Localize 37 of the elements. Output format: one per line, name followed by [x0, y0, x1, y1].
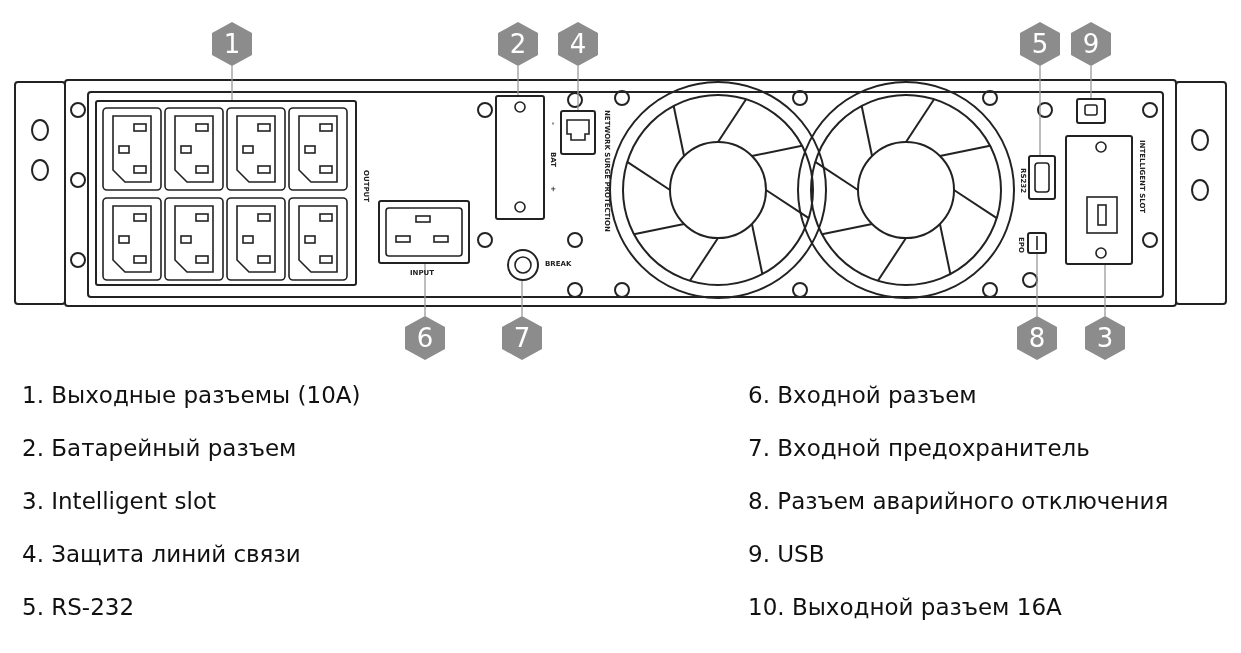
serial-port	[1028, 155, 1056, 200]
callout-number: 4	[558, 22, 598, 66]
battery-connector	[495, 95, 545, 220]
fuse-holder	[507, 249, 539, 281]
leader-line	[424, 263, 426, 317]
legend-item: 5. RS-232	[22, 594, 135, 622]
legend-item: 2. Батарейный разъем	[22, 435, 297, 463]
legend-item: 1. Выходные разъемы (10А)	[22, 382, 361, 410]
leader-line	[231, 65, 233, 101]
leader-line	[1104, 264, 1106, 317]
callout-number: 3	[1085, 316, 1125, 360]
legend-item: 6. Входной разъем	[748, 382, 977, 410]
legend-item: 4. Защита линий связи	[22, 541, 301, 569]
legend-item: 9. USB	[748, 541, 825, 569]
leader-line	[1090, 65, 1092, 99]
legend-item: 8. Разъем аварийного отключения	[748, 488, 1169, 516]
expansion-slot	[1065, 135, 1133, 265]
callout-number: 8	[1017, 316, 1057, 360]
leader-line	[1036, 253, 1038, 317]
legend-item: 7. Входной предохранитель	[748, 435, 1090, 463]
leader-line	[517, 65, 519, 96]
network-port	[560, 110, 596, 155]
callout-number: 9	[1071, 22, 1111, 66]
leader-line	[1039, 65, 1041, 156]
callout-number: 2	[498, 22, 538, 66]
callout-number: 5	[1020, 22, 1060, 66]
input-socket	[378, 200, 470, 264]
leader-line	[577, 65, 579, 111]
callout-number: 1	[212, 22, 252, 66]
legend-item: 10. Выходной разъем 16А	[748, 594, 1062, 622]
epo-connector	[1027, 232, 1047, 254]
callout-number: 7	[502, 316, 542, 360]
callout-number: 6	[405, 316, 445, 360]
usb-port	[1076, 98, 1106, 124]
leader-line	[521, 280, 523, 317]
legend-item: 3. Intelligent slot	[22, 488, 217, 516]
outlet-panel	[95, 100, 357, 286]
